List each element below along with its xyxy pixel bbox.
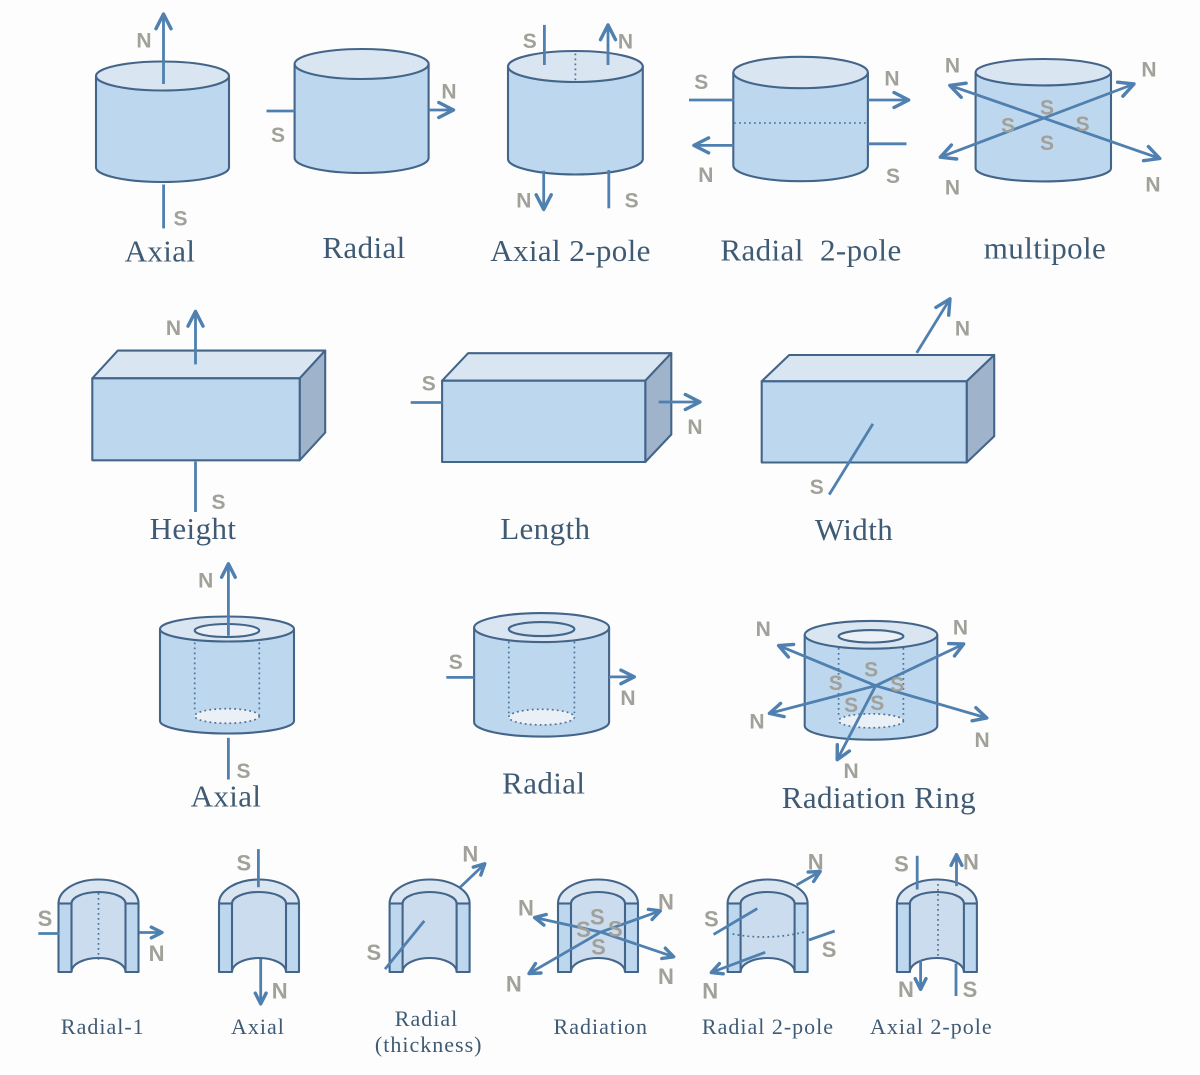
svg-text:S: S: [422, 372, 436, 395]
svg-text:S: S: [822, 937, 837, 962]
svg-text:S: S: [864, 658, 878, 681]
svg-text:Axial: Axial: [191, 779, 262, 814]
svg-text:Axial 2-pole: Axial 2-pole: [490, 233, 651, 268]
svg-text:Radial: Radial: [395, 1006, 458, 1031]
svg-text:S: S: [704, 907, 719, 932]
svg-text:S: S: [625, 189, 639, 212]
svg-text:S: S: [590, 904, 605, 929]
svg-text:N: N: [198, 570, 213, 593]
svg-text:N: N: [441, 81, 456, 104]
svg-text:N: N: [884, 68, 899, 91]
svg-text:S: S: [576, 917, 591, 942]
svg-text:Radial-1: Radial-1: [61, 1014, 145, 1039]
svg-text:S: S: [38, 906, 53, 931]
svg-text:N: N: [462, 842, 478, 867]
svg-text:S: S: [591, 935, 606, 960]
svg-text:N: N: [618, 31, 633, 54]
svg-text:N: N: [136, 30, 151, 53]
svg-text:N: N: [620, 687, 635, 710]
svg-text:N: N: [1141, 59, 1156, 82]
svg-text:Radiation Ring: Radiation Ring: [782, 780, 976, 815]
svg-text:Radial: Radial: [502, 766, 585, 801]
svg-text:S: S: [449, 651, 463, 674]
svg-text:S: S: [1076, 113, 1090, 136]
svg-text:N: N: [506, 972, 522, 997]
svg-text:S: S: [829, 672, 843, 695]
svg-text:N: N: [658, 964, 674, 989]
svg-text:N: N: [945, 55, 960, 78]
svg-text:N: N: [955, 318, 970, 341]
svg-text:N: N: [658, 890, 674, 915]
svg-text:N: N: [698, 164, 713, 187]
svg-text:S: S: [271, 124, 285, 147]
svg-text:N: N: [898, 977, 914, 1002]
svg-text:Radial: Radial: [322, 230, 405, 265]
svg-text:S: S: [886, 165, 900, 188]
svg-text:S: S: [523, 30, 537, 53]
svg-text:N: N: [518, 896, 534, 921]
svg-text:N: N: [945, 177, 960, 200]
svg-text:Radial 2-pole: Radial 2-pole: [702, 1014, 834, 1039]
svg-text:S: S: [366, 940, 381, 965]
svg-text:(thickness): (thickness): [375, 1032, 483, 1057]
svg-text:Axial 2-pole: Axial 2-pole: [870, 1014, 993, 1039]
svg-text:Axial: Axial: [125, 234, 196, 269]
svg-text:Length: Length: [500, 511, 590, 546]
svg-text:Radial 2-pole: Radial 2-pole: [720, 233, 901, 268]
svg-text:Radiation: Radiation: [554, 1014, 649, 1039]
svg-text:S: S: [1040, 97, 1054, 120]
svg-text:S: S: [844, 694, 858, 717]
svg-text:N: N: [516, 189, 531, 212]
svg-text:S: S: [963, 977, 978, 1002]
svg-text:N: N: [953, 617, 968, 640]
svg-text:S: S: [1040, 132, 1054, 155]
svg-text:N: N: [1145, 174, 1160, 197]
svg-text:S: S: [810, 476, 824, 499]
svg-text:S: S: [236, 760, 250, 783]
svg-text:N: N: [756, 618, 771, 641]
svg-text:S: S: [211, 491, 225, 514]
svg-text:N: N: [975, 729, 990, 752]
svg-text:N: N: [808, 849, 824, 874]
svg-text:S: S: [173, 208, 187, 231]
svg-text:N: N: [687, 416, 702, 439]
svg-text:N: N: [749, 711, 764, 734]
svg-text:multipole: multipole: [984, 231, 1106, 266]
svg-text:Width: Width: [815, 512, 893, 547]
svg-text:S: S: [236, 850, 251, 875]
svg-text:N: N: [166, 317, 181, 340]
svg-text:Axial: Axial: [231, 1014, 285, 1039]
svg-text:S: S: [894, 852, 909, 877]
svg-text:S: S: [890, 674, 904, 697]
svg-text:N: N: [702, 978, 718, 1003]
svg-text:N: N: [963, 849, 979, 874]
svg-text:S: S: [608, 917, 623, 942]
svg-text:Height: Height: [150, 511, 237, 546]
svg-text:S: S: [1001, 114, 1015, 137]
svg-text:S: S: [694, 71, 708, 94]
svg-text:N: N: [149, 941, 165, 966]
svg-text:N: N: [272, 978, 288, 1003]
svg-text:N: N: [844, 760, 859, 783]
svg-text:S: S: [870, 692, 884, 715]
